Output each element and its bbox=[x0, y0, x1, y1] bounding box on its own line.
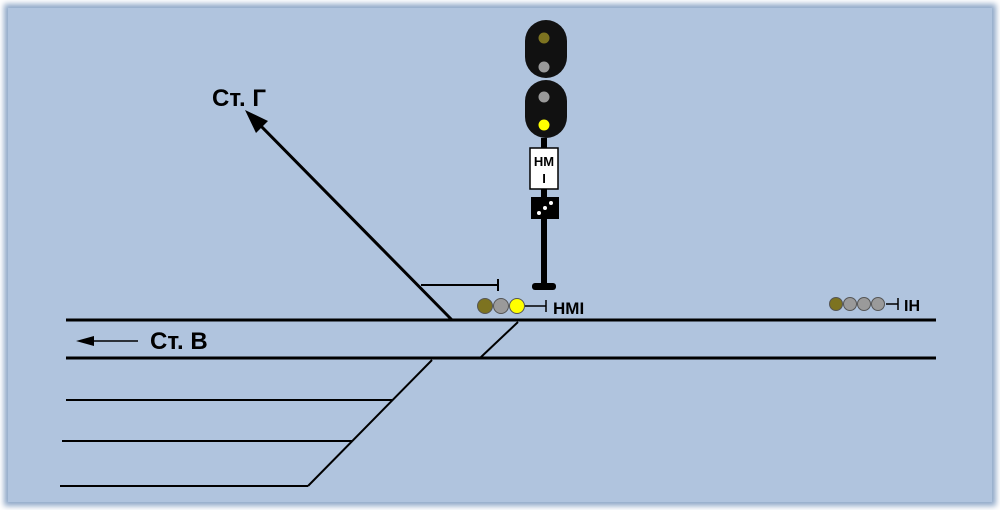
arrow-v-icon bbox=[76, 336, 94, 346]
plate-text-top: НМ bbox=[534, 154, 554, 169]
label-signal-in: IН bbox=[904, 298, 920, 315]
plate-text-bottom: I bbox=[542, 171, 546, 186]
mast-signal: НМ I bbox=[525, 20, 567, 290]
dwarf-signal-nmi: НМI bbox=[477, 298, 584, 318]
yard-ladder bbox=[307, 359, 433, 487]
label-signal-nmi: НМI bbox=[553, 299, 584, 318]
indicator-dot-2 bbox=[543, 206, 547, 210]
lamp-lower-1 bbox=[538, 91, 550, 103]
signal-plate bbox=[529, 147, 559, 190]
signal-head-lower bbox=[525, 80, 567, 138]
dwarf-signal-in: IН bbox=[829, 297, 920, 315]
lamp-nmi-1 bbox=[477, 298, 493, 314]
lamp-in-1 bbox=[829, 297, 843, 311]
indicator-dot-3 bbox=[549, 201, 553, 205]
lamp-lower-2 bbox=[538, 119, 550, 131]
panel-background bbox=[8, 8, 992, 502]
lamp-upper-1 bbox=[538, 32, 550, 44]
arrow-g-icon bbox=[245, 110, 268, 133]
indicator-dot-1 bbox=[537, 211, 541, 215]
lamp-nmi-3 bbox=[509, 298, 525, 314]
branch-track-g bbox=[253, 118, 454, 322]
label-station-g: Ст. Г bbox=[212, 85, 266, 112]
crossover bbox=[479, 321, 519, 359]
lamp-in-4 bbox=[871, 297, 885, 311]
signal-mast-base bbox=[532, 283, 556, 290]
label-station-v: Ст. В bbox=[150, 328, 208, 355]
lamp-upper-2 bbox=[538, 61, 550, 73]
lamp-in-3 bbox=[857, 297, 871, 311]
lamp-nmi-2 bbox=[493, 298, 509, 314]
lamp-in-2 bbox=[843, 297, 857, 311]
signal-head-upper bbox=[525, 20, 567, 78]
